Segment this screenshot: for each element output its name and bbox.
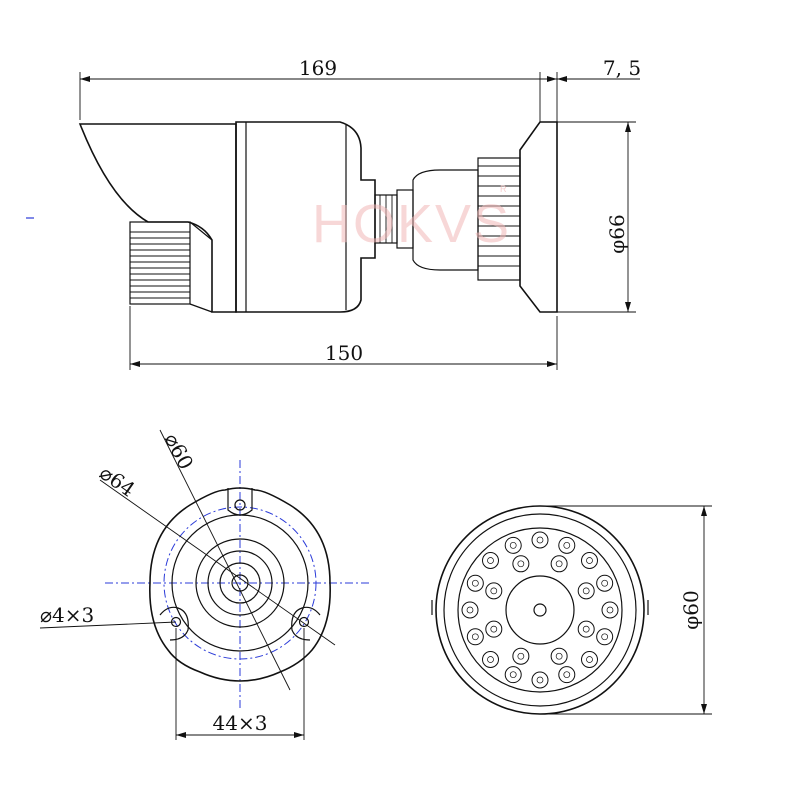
led-8 [512,555,530,573]
led-14 [596,628,614,646]
led-core-12 [601,579,609,587]
led-core-17 [536,676,544,684]
led-core-7 [490,587,498,595]
led-19 [482,650,500,668]
led-core-1 [555,560,563,568]
led-view: φ60 [431,505,712,715]
led-core-3 [582,625,590,633]
led-18 [504,666,522,684]
led-10 [558,536,576,554]
led-core-23 [487,557,494,564]
led-12 [596,574,614,592]
led-core-11 [586,557,593,564]
led-15 [580,650,598,668]
overall-length-label: 169 [299,56,337,80]
led-core-8 [517,560,525,568]
led-core-14 [601,633,609,641]
screw-holes-label: ⌀4×3 [40,603,94,627]
front-view: ⌀60 ⌀64 ⌀4×3 44×3 [39,429,370,740]
led-17 [531,671,549,689]
led-13 [601,601,619,619]
led-20 [466,628,484,646]
led-core-13 [606,606,614,614]
led-11 [580,552,598,570]
lens-center [533,603,547,617]
led-core-19 [487,656,494,663]
led-22 [466,574,484,592]
led-core-10 [563,541,571,549]
led-6 [485,620,503,638]
base-outline [149,487,331,682]
watermark-reg: R [500,184,507,194]
inner-diameter-label: ⌀60 [160,429,199,473]
watermark-brand: HOKVS [312,194,511,254]
led-core-21 [466,606,474,614]
body-length-label: 150 [325,341,363,365]
led-5 [512,647,530,665]
outer-diameter-label: ⌀64 [95,460,139,501]
led-7 [485,582,503,600]
led-diameter-label: φ60 [679,590,703,629]
bracket-thickness-label: 7, 5 [603,56,641,80]
base-diameter-label: φ66 [605,214,629,253]
bracket-neck [374,157,521,281]
led-core-20 [471,633,479,641]
led-core-2 [582,587,590,595]
led-24 [504,536,522,554]
bolt-circle [163,506,317,660]
led-4 [550,647,568,665]
led-core-22 [471,579,479,587]
led-21 [461,601,479,619]
hole-spacing-label: 44×3 [213,711,268,735]
led-core-18 [509,671,517,679]
led-1 [550,555,568,573]
led-23 [482,552,500,570]
led-9 [531,531,549,549]
led-core-16 [563,671,571,679]
sun-shield [78,123,237,313]
screw-hole-2 [298,616,310,628]
led-2 [577,582,595,600]
led-core-4 [555,652,563,660]
led-core-15 [586,656,593,663]
led-core-9 [536,536,544,544]
mounting-base [519,121,558,313]
led-core-24 [509,541,517,549]
lens-ring [505,575,575,645]
led-core-5 [517,652,525,660]
led-16 [558,666,576,684]
led-array [461,531,619,689]
heat-sink-fins [129,221,213,313]
led-core-6 [490,625,498,633]
side-view: 169 7, 5 [26,56,641,370]
led-3 [577,620,595,638]
camera-body [235,121,376,313]
